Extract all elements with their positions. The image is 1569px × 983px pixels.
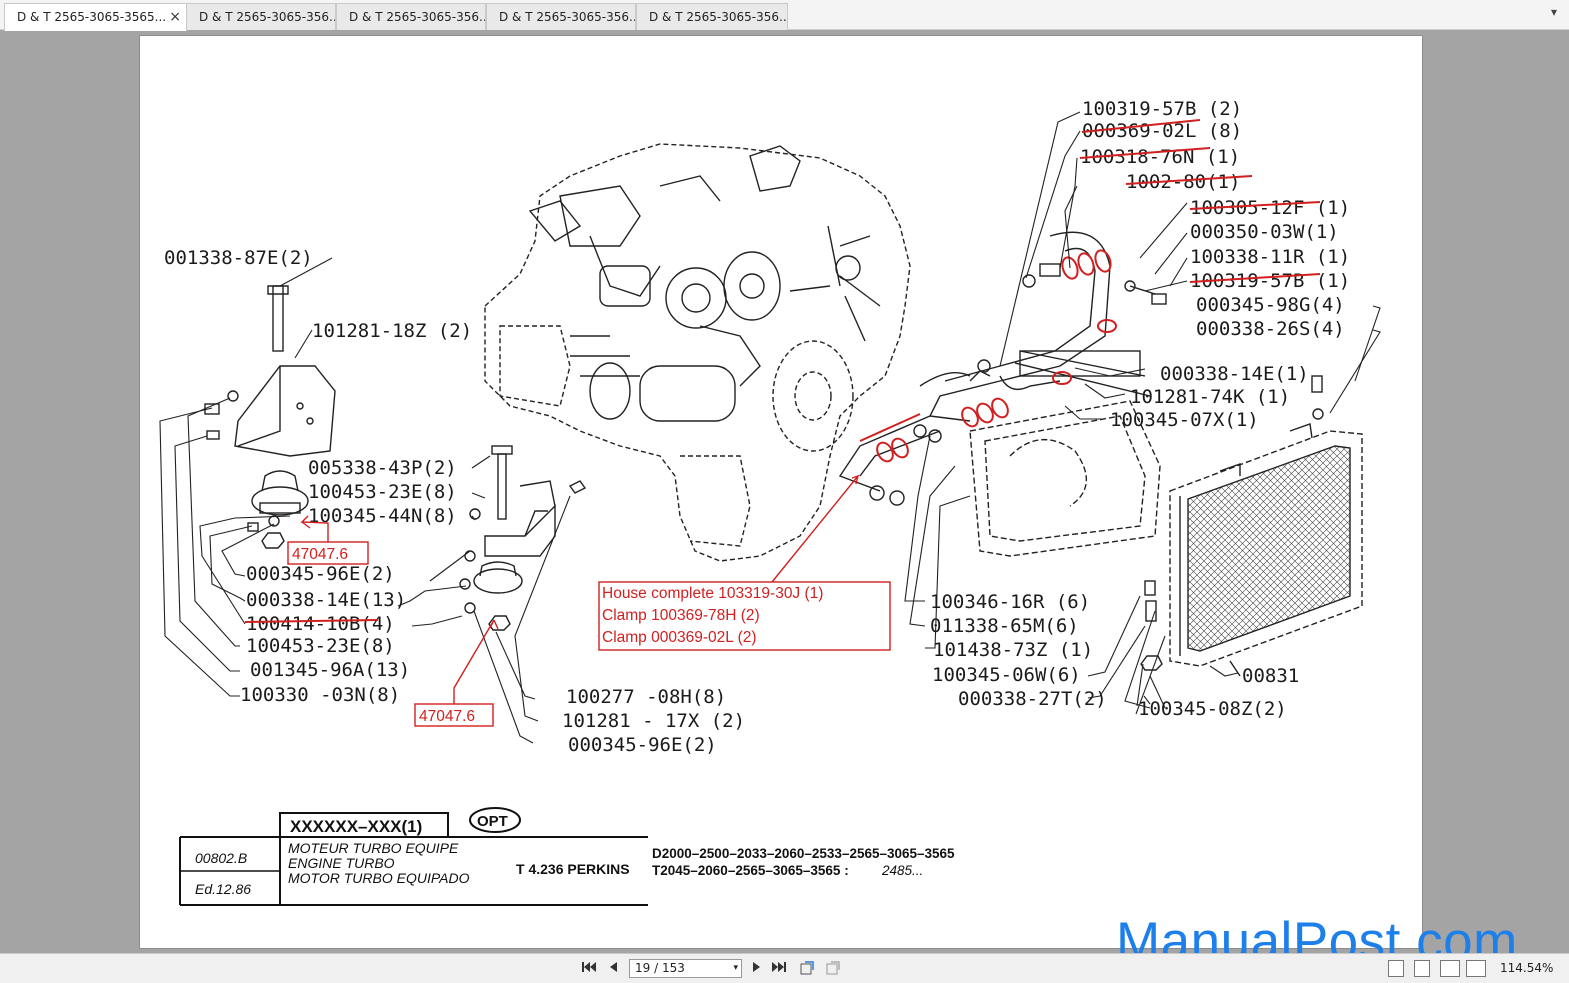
fan-shroud (969, 400, 1161, 557)
red-annotations: 47047.6 47047.6 House complete 103319-30… (287, 474, 891, 727)
note-line: Clamp 100369-78H (2) (602, 607, 760, 624)
strikethrough (1079, 147, 1211, 159)
part-label: 100453-23E(8) (308, 481, 457, 503)
last-page-icon[interactable] (770, 960, 788, 978)
page-indicator: 19 / 153 (635, 961, 685, 975)
chevron-down-icon[interactable]: ▾ (733, 963, 738, 973)
part-label: 101438-73Z (1) (933, 639, 1093, 661)
facing-view-icon[interactable] (1440, 960, 1460, 977)
title-french: MOTEUR TURBO EQUIPE (288, 840, 459, 856)
tab-document-2[interactable]: D & T 2565-3065-356... (186, 3, 336, 30)
annotation-label: 47047.6 (419, 708, 475, 725)
radiator (1140, 375, 1363, 677)
part-label: 000345-96E(2) (568, 734, 717, 756)
part-label: 100453-23E(8) (246, 635, 395, 657)
part-label: 100338-11R (1) (1190, 246, 1350, 268)
tab-label: D & T 2565-3065-356... (349, 10, 486, 24)
tab-document-5[interactable]: D & T 2565-3065-356... (636, 3, 788, 30)
first-page-icon[interactable] (580, 960, 598, 978)
part-label: 000350-03W(1) (1190, 221, 1339, 243)
part-label: 011338-65M(6) (930, 615, 1079, 637)
part-label: 000369-02L (8) (1082, 120, 1242, 142)
left-engine-mount (204, 285, 336, 549)
part-label: 001345-96A(13) (250, 659, 410, 681)
strikethrough (1081, 119, 1201, 133)
strikethrough (1125, 175, 1253, 185)
tab-label: D & T 2565-3065-356... (499, 10, 636, 24)
tab-bar: D & T 2565-3065-3565... × D & T 2565-306… (0, 0, 1569, 31)
page-number-input[interactable]: 19 / 153 ▾ (629, 959, 742, 978)
note-line: Clamp 000369-02L (2) (602, 629, 757, 646)
left-labels: 001338-87E(2) 101281-18Z (2) 005338-43P(… (164, 247, 745, 756)
parts-diagram: 001338-87E(2) 101281-18Z (2) 005338-43P(… (159, 98, 1381, 906)
part-label: 100345-08Z(2) (1138, 698, 1287, 720)
tab-list-icon[interactable]: ▾ (1550, 5, 1557, 19)
next-page-icon[interactable] (748, 960, 766, 978)
part-label: 101281-74K (1) (1130, 386, 1290, 408)
center-engine-mount (459, 445, 587, 631)
go-forward-icon[interactable] (824, 960, 842, 978)
part-label: 100345-44N(8) (308, 505, 457, 527)
strikethrough (1189, 201, 1321, 210)
part-label: 100345-07X(1) (1110, 409, 1259, 431)
ref-code: XXXXXX–XXX(1) (290, 817, 422, 836)
strikethrough (244, 619, 379, 623)
tab-label: D & T 2565-3065-3565... (17, 10, 167, 24)
strikethrough (1189, 273, 1321, 283)
note-line: House complete 103319-30J (1) (602, 585, 823, 602)
part-label: 00831 (1242, 665, 1299, 687)
tab-document-4[interactable]: D & T 2565-3065-356... (486, 3, 636, 30)
right-labels: 100319-57B (2) 000369-02L (8) 100318-76N… (930, 98, 1350, 720)
document-page: 001338-87E(2) 101281-18Z (2) 005338-43P(… (139, 35, 1423, 949)
models-line-2: T2045–2060–2565–3065–3565 : (652, 863, 849, 878)
part-label: 100318-76N (1) (1080, 146, 1240, 168)
edition: Ed.12.86 (195, 881, 251, 897)
part-label: 000345-98G(4) (1196, 294, 1345, 316)
tab-label: D & T 2565-3065-356... (199, 10, 336, 24)
leader-lines (159, 111, 1381, 744)
part-label: 000338-26S(4) (1196, 318, 1345, 340)
part-label: 001338-87E(2) (164, 247, 313, 269)
tab-document-1[interactable]: D & T 2565-3065-3565... × (4, 3, 187, 31)
title-spanish: MOTOR TURBO EQUIPADO (288, 870, 470, 886)
facing-continuous-view-icon[interactable] (1466, 960, 1486, 977)
part-label: 100414-10B(4) (246, 613, 395, 635)
part-label: 101281 - 17X (2) (562, 710, 745, 732)
part-label: 101281-18Z (2) (312, 320, 472, 342)
part-label: 000338-14E(1) (1160, 363, 1309, 385)
go-back-icon[interactable] (798, 960, 816, 978)
part-label: 000345-96E(2) (246, 563, 395, 585)
bottom-toolbar: 19 / 153 ▾ 114.54% (0, 953, 1569, 983)
part-label: 100346-16R (6) (930, 591, 1090, 613)
engine-model: T 4.236 PERKINS (516, 861, 630, 877)
doc-number: 00802.B (195, 850, 247, 866)
title-english: ENGINE TURBO (288, 855, 395, 871)
part-label: 100277 -08H(8) (566, 686, 726, 708)
note-box (598, 581, 891, 651)
continuous-view-icon[interactable] (1414, 960, 1430, 977)
opt-badge: OPT (477, 813, 508, 830)
part-label: 005338-43P(2) (308, 457, 457, 479)
part-label: 000338-14E(13) (246, 589, 406, 611)
single-page-view-icon[interactable] (1388, 960, 1404, 977)
coolant-hoses (838, 231, 1167, 506)
annotation-label: 47047.6 (292, 546, 348, 563)
part-label: 100319-57B (2) (1082, 98, 1242, 120)
title-block: XXXXXX–XXX(1) OPT 00802.B Ed.12.86 MOTEU… (179, 807, 955, 906)
part-label: 000338-27T(2) (958, 688, 1107, 710)
part-label: 100345-06W(6) (932, 664, 1081, 686)
models-serial: 2485... (881, 863, 923, 878)
engine-illustration (484, 143, 911, 562)
part-label: 1002-80(1) (1126, 171, 1240, 193)
models-line-1: D2000–2500–2033–2060–2533–2565–3065–3565 (652, 846, 955, 861)
zoom-level[interactable]: 114.54% (1500, 961, 1554, 975)
prev-page-icon[interactable] (604, 960, 622, 978)
close-icon[interactable]: × (169, 9, 181, 25)
tab-label: D & T 2565-3065-356... (649, 10, 788, 24)
tab-document-3[interactable]: D & T 2565-3065-356... (336, 3, 486, 30)
red-clamp-marks (859, 249, 1117, 463)
part-label: 100330 -03N(8) (240, 684, 400, 706)
